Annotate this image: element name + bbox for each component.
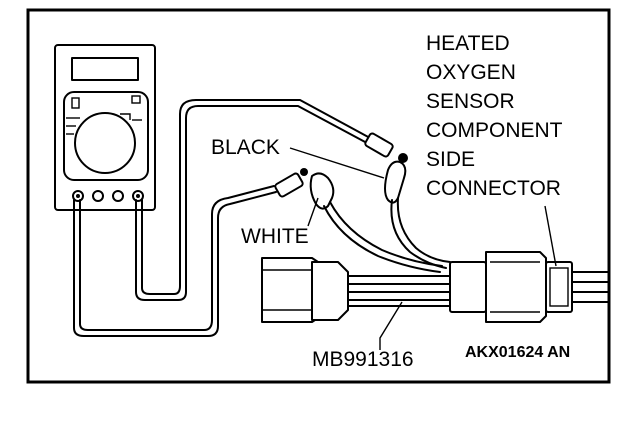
label-line-5: SIDE xyxy=(426,148,475,171)
diagram-frame xyxy=(26,8,611,384)
leader-black xyxy=(289,147,385,179)
leader-white xyxy=(307,197,319,227)
label-line-2: OXYGEN xyxy=(426,61,516,84)
sensor-connector-icon xyxy=(545,261,609,313)
test-harness-icon xyxy=(261,251,547,323)
multimeter-icon xyxy=(54,44,156,211)
black-probe-icon xyxy=(364,132,408,204)
label-line-4: COMPONENT xyxy=(426,119,563,142)
leader-tool xyxy=(379,301,403,350)
white-probe-icon xyxy=(274,168,335,210)
label-line-3: SENSOR xyxy=(426,90,515,113)
black-lead-label: BLACK xyxy=(211,136,280,159)
label-line-1: HEATED xyxy=(426,32,510,55)
label-line-6: CONNECTOR xyxy=(426,177,561,200)
tool-number-label: MB991316 xyxy=(312,348,414,371)
leader-connector xyxy=(544,205,557,267)
white-lead-label: WHITE xyxy=(241,225,309,248)
figure-code-label: AKX01624 AN xyxy=(465,344,570,361)
meter-leads xyxy=(73,99,384,337)
probe-wires xyxy=(323,197,451,273)
connector-label: HEATED OXYGEN SENSOR COMPONENT SIDE CONN… xyxy=(426,32,563,200)
